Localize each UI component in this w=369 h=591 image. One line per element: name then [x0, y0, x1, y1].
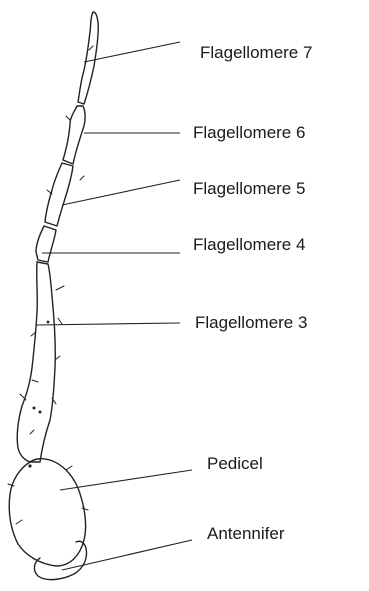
label-flagellomere-5: Flagellomere 5: [193, 180, 305, 197]
flagellomere-6-segment: [63, 106, 85, 164]
leader-lines: [36, 42, 192, 570]
flagellomere-7-segment: [78, 12, 98, 104]
label-flagellomere-3: Flagellomere 3: [195, 314, 307, 331]
leader-flagellomere-3: [36, 323, 180, 325]
label-flagellomere-6: Flagellomere 6: [193, 124, 305, 141]
leader-flagellomere-5: [62, 180, 180, 205]
flagellomere-3-segment: [17, 262, 55, 462]
leader-flagellomere-7: [84, 42, 180, 62]
leader-pedicel: [60, 470, 192, 490]
leader-antennifer: [62, 540, 192, 570]
label-flagellomere-4: Flagellomere 4: [193, 236, 305, 253]
label-pedicel: Pedicel: [207, 455, 263, 472]
flagellomere-5-segment: [45, 163, 73, 226]
label-antennifer: Antennifer: [207, 525, 285, 542]
antennifer-segment: [34, 541, 86, 579]
flagellomere-4-segment: [36, 226, 56, 262]
label-flagellomere-7: Flagellomere 7: [200, 44, 312, 61]
pedicel-segment: [9, 459, 85, 566]
